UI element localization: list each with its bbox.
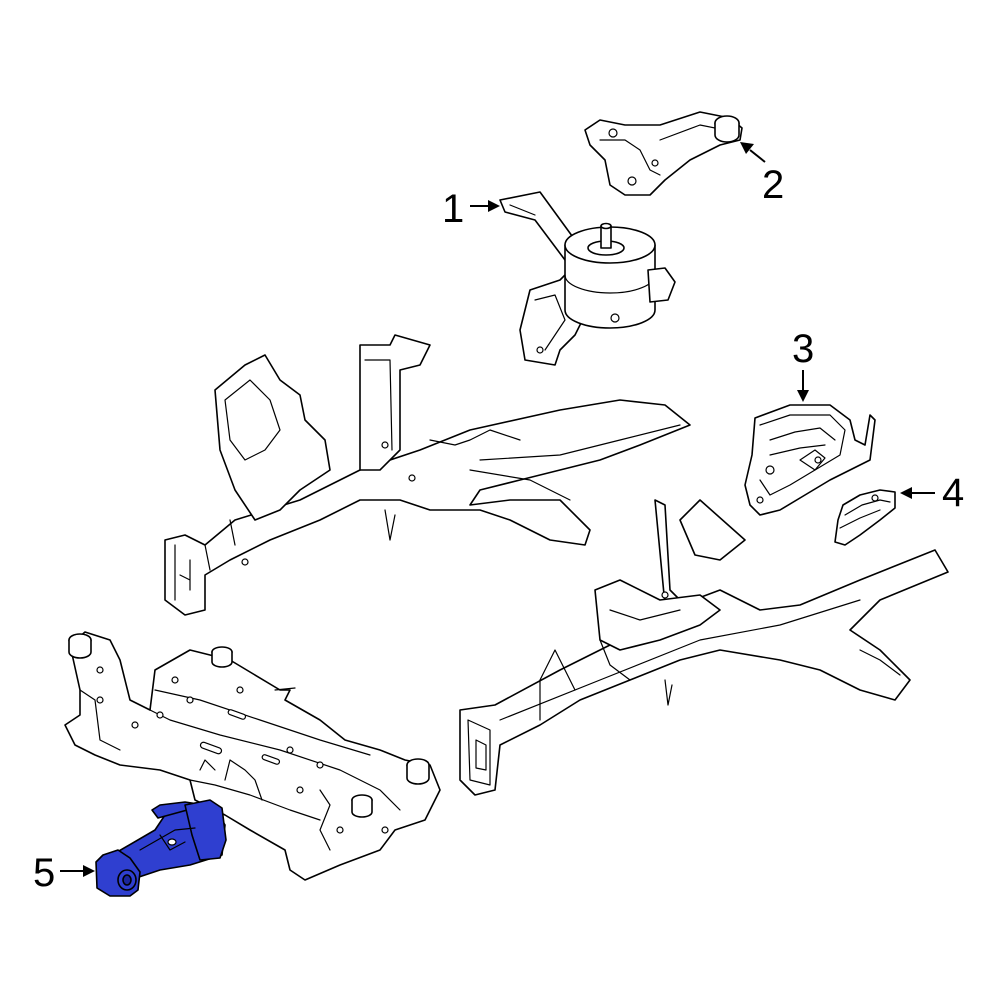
callout-3: 3: [792, 327, 814, 402]
callout-4-number: 4: [942, 471, 964, 515]
callout-3-arrow-icon: [797, 390, 809, 402]
callout-2-arrow-icon: [740, 142, 754, 154]
callout-1: 1: [442, 187, 500, 231]
transmission-mount: [744, 404, 876, 516]
callout-2: 2: [740, 142, 784, 207]
mount-bracket-small: [834, 489, 896, 546]
callout-4: 4: [900, 471, 964, 515]
mount-bracket: [584, 111, 743, 196]
callout-5-arrow-icon: [83, 865, 95, 877]
left-frame-rail: [164, 334, 691, 616]
engine-mount: [499, 191, 676, 366]
callout-1-number: 1: [442, 187, 464, 231]
callout-4-arrow-icon: [900, 487, 912, 499]
torque-strut-mount[interactable]: [95, 799, 227, 897]
callout-2-number: 2: [762, 163, 784, 207]
right-frame-rail: [459, 499, 949, 796]
callout-5: 5: [33, 851, 95, 895]
callout-1-arrow-icon: [488, 200, 500, 212]
front-subframe: [64, 631, 441, 881]
callout-3-number: 3: [792, 327, 814, 371]
callout-5-number: 5: [33, 851, 55, 895]
